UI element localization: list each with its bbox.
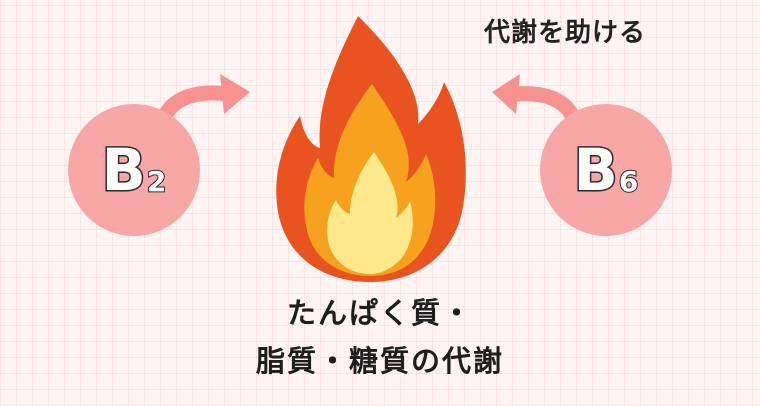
caption-line-2: 脂質・糖質の代謝 — [255, 344, 504, 378]
vitamin-b6-circle: B 6 — [540, 104, 672, 236]
vitamin-b2-letter: B — [100, 136, 147, 204]
top-label: 代謝を助ける — [484, 18, 647, 48]
vitamin-b6-subscript: 6 — [618, 165, 640, 198]
vitamin-b6-letter: B — [572, 136, 619, 204]
flame-icon — [276, 16, 466, 282]
caption-line-1: たんぱく質・ — [286, 296, 473, 330]
vitamin-b2-subscript: 2 — [146, 165, 168, 198]
vitamin-b2-circle: B 2 — [68, 104, 200, 236]
arrow-head-right — [220, 74, 250, 114]
arrow-head-left — [492, 74, 520, 114]
flame-inner — [327, 152, 413, 274]
